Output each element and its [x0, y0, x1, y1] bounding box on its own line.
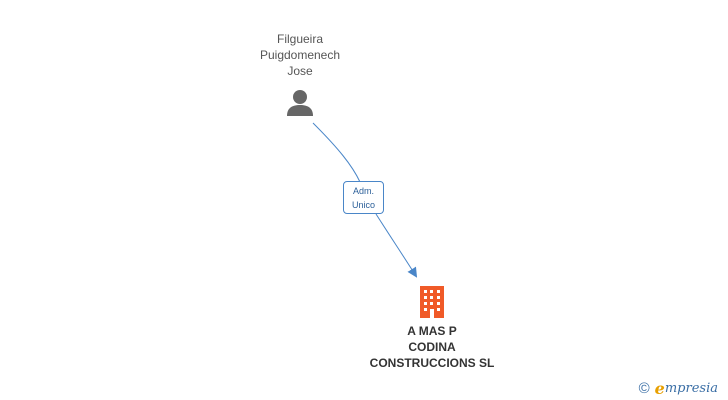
- copyright-icon: ©: [638, 379, 650, 397]
- company-name-line: A MAS P: [407, 324, 457, 338]
- brand-initial: e: [654, 378, 665, 398]
- relation-label[interactable]: Adm. Unico: [343, 181, 384, 214]
- brand-name: mpresia: [664, 380, 718, 396]
- relation-edge: [312, 122, 416, 276]
- person-name[interactable]: Filgueira Puigdomenech Jose: [236, 31, 364, 79]
- building-icon[interactable]: [420, 286, 444, 318]
- brand-logo[interactable]: © e mpresia: [639, 378, 718, 398]
- person-icon[interactable]: [287, 90, 313, 116]
- company-name[interactable]: A MAS P CODINA CONSTRUCCIONS SL: [352, 323, 512, 371]
- company-name-line: CONSTRUCCIONS SL: [369, 356, 495, 370]
- relation-label-line: Unico: [351, 200, 375, 210]
- person-name-line: Filgueira: [276, 32, 324, 46]
- person-name-line: Puigdomenech: [259, 48, 341, 62]
- company-name-line: CODINA: [408, 340, 456, 354]
- person-name-line: Jose: [287, 64, 313, 78]
- relation-label-line: Adm.: [352, 186, 374, 196]
